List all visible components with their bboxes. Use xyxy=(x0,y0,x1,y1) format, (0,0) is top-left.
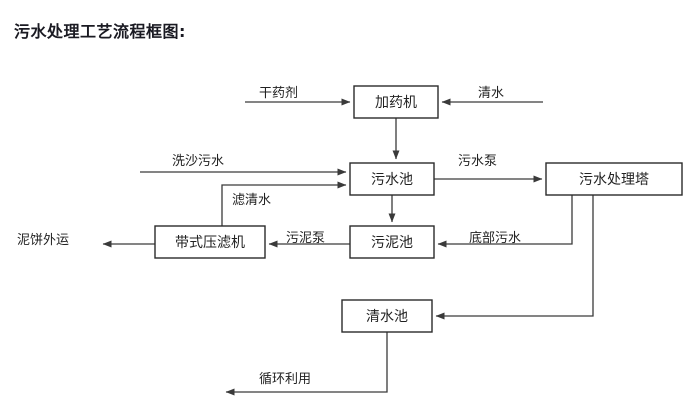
edge-filtered-water-to-sewage-pool xyxy=(221,181,347,226)
node-box-sewage-pool[interactable] xyxy=(349,162,435,196)
edge-tower-to-clear-water-pool xyxy=(435,195,594,320)
node-box-sludge-pool[interactable] xyxy=(349,225,435,259)
page-title: 污水处理工艺流程框图: xyxy=(14,22,186,41)
node-box-treatment-tower[interactable] xyxy=(545,162,683,196)
edge-clear-water-pool-to-recycle xyxy=(225,332,388,396)
node-box-belt-filter-press[interactable] xyxy=(154,225,266,259)
node-box-dosing-machine[interactable] xyxy=(353,85,439,119)
node-box-clear-water-pool[interactable] xyxy=(341,299,433,333)
edge-tower-to-sludge-pool xyxy=(437,195,573,248)
